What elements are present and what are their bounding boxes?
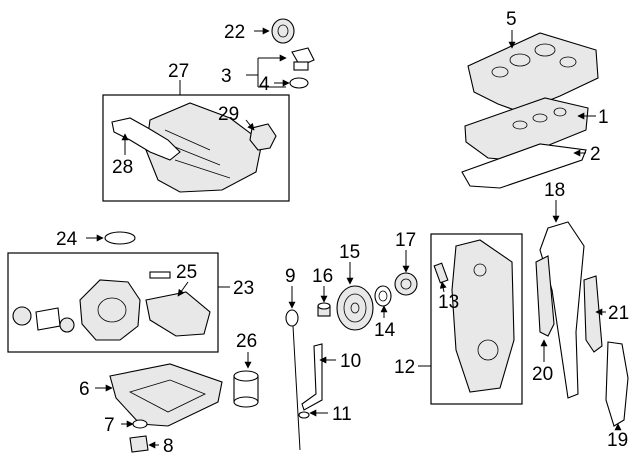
part-5-engine-cover[interactable] xyxy=(467,32,599,113)
callout-24: 24 xyxy=(56,229,78,250)
callout-28: 28 xyxy=(112,157,133,178)
callout-21: 21 xyxy=(608,303,629,324)
part-22-pulley[interactable] xyxy=(271,18,295,44)
part-12-timing-cover[interactable] xyxy=(451,239,515,393)
callout-9: 9 xyxy=(285,266,296,287)
part-27-intake-manifold[interactable] xyxy=(145,102,263,193)
callout-23: 23 xyxy=(233,278,254,299)
part-2-valve-cover-gasket[interactable] xyxy=(461,143,587,189)
callout-5: 5 xyxy=(506,9,517,30)
part-4-gasket[interactable] xyxy=(289,77,309,89)
callout-19: 19 xyxy=(607,430,628,451)
callout-26: 26 xyxy=(236,331,257,352)
callout-29: 29 xyxy=(218,104,239,125)
callout-3: 3 xyxy=(221,66,232,87)
callout-13: 13 xyxy=(438,292,459,313)
callout-20: 20 xyxy=(532,364,553,385)
leader-lines xyxy=(86,27,622,449)
part-water-pump-assembly[interactable] xyxy=(12,271,171,341)
callout-22: 22 xyxy=(224,22,245,43)
part-13-stud[interactable] xyxy=(433,262,449,284)
callout-1: 1 xyxy=(598,107,609,128)
part-6-oil-pan[interactable] xyxy=(109,363,223,427)
part-11-o-ring[interactable] xyxy=(298,411,310,419)
callout-10: 10 xyxy=(340,351,361,372)
callout-8: 8 xyxy=(163,436,174,457)
timing-cover-group-box xyxy=(430,233,523,405)
part-21-tensioner[interactable] xyxy=(583,275,603,353)
callout-4: 4 xyxy=(259,74,270,95)
callout-14: 14 xyxy=(374,320,396,341)
part-16-bolt[interactable] xyxy=(317,302,331,317)
callout-16: 16 xyxy=(312,266,333,287)
callout-18: 18 xyxy=(544,180,565,201)
callout-7: 7 xyxy=(104,415,115,436)
callout-25: 25 xyxy=(176,262,197,283)
part-19-chain[interactable] xyxy=(605,341,629,427)
callout-15: 15 xyxy=(339,242,360,263)
part-14-seal[interactable] xyxy=(374,285,392,307)
part-20-chain-guide[interactable] xyxy=(535,255,555,337)
callout-6: 6 xyxy=(79,379,90,400)
part-7-washer[interactable] xyxy=(132,419,148,429)
part-10-guide[interactable] xyxy=(301,343,323,411)
part-25-housing[interactable] xyxy=(145,291,211,337)
callout-labels: 22 3 4 5 27 29 28 1 2 24 25 23 9 16 15 1… xyxy=(56,9,629,457)
part-8-drain-plug[interactable] xyxy=(129,435,149,453)
callout-17: 17 xyxy=(395,230,416,251)
callout-27: 27 xyxy=(168,61,189,82)
part-17-sprocket[interactable] xyxy=(394,272,418,296)
callout-2: 2 xyxy=(590,144,601,165)
part-9-dipstick[interactable] xyxy=(285,309,301,451)
water-pump-group-box xyxy=(7,252,219,353)
part-3-oil-cap[interactable] xyxy=(291,47,315,71)
intake-manifold-group-box xyxy=(102,94,290,202)
part-15-crank-pulley[interactable] xyxy=(336,285,374,331)
part-29-sensor[interactable] xyxy=(249,123,277,151)
part-26-oil-filter[interactable] xyxy=(233,370,259,408)
part-24-gasket[interactable] xyxy=(104,231,136,245)
callout-11: 11 xyxy=(332,404,352,425)
callout-12: 12 xyxy=(394,357,415,378)
